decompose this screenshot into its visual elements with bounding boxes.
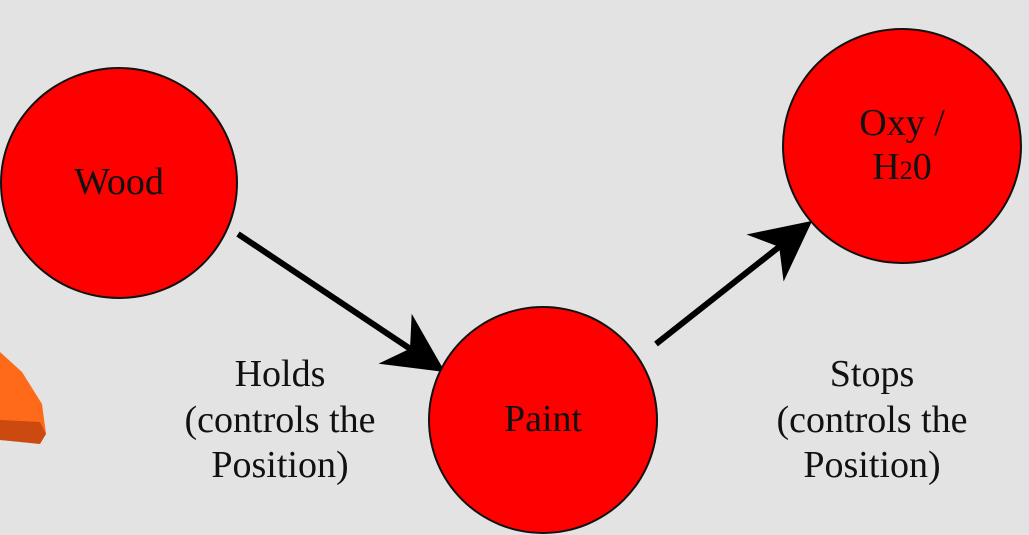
caption-holds-line1: Holds xyxy=(234,353,326,395)
node-oxy-zero: 0 xyxy=(912,146,932,188)
node-wood-label: Wood xyxy=(74,161,164,204)
caption-holds-line2: (controls the xyxy=(184,398,376,441)
node-oxy-line2: H20 xyxy=(859,146,945,190)
caption-holds: Holds (controls the Position) xyxy=(120,352,440,489)
node-oxy-line1: Oxy / xyxy=(859,102,945,145)
node-paint: Paint xyxy=(428,306,658,534)
caption-holds-line3: Position) xyxy=(211,444,349,487)
caption-stops-line1: Stops xyxy=(829,353,915,395)
caption-stops: Stops (controls the Position) xyxy=(716,352,1028,489)
node-paint-label: Paint xyxy=(503,398,583,441)
orange-clipart-fragment xyxy=(0,352,46,444)
caption-stops-line3: Position) xyxy=(803,444,941,487)
caption-stops-line2: (controls the xyxy=(776,398,968,441)
node-oxy-h2o: Oxy / H20 xyxy=(782,28,1022,264)
arrow-paint-to-oxy xyxy=(654,220,813,347)
node-oxy-h: H xyxy=(872,146,900,188)
arrow-wood-to-paint xyxy=(236,231,445,372)
node-wood: Wood xyxy=(0,67,238,299)
node-oxy-subscript: 2 xyxy=(899,156,913,185)
node-oxy-label: Oxy / H20 xyxy=(859,102,945,189)
